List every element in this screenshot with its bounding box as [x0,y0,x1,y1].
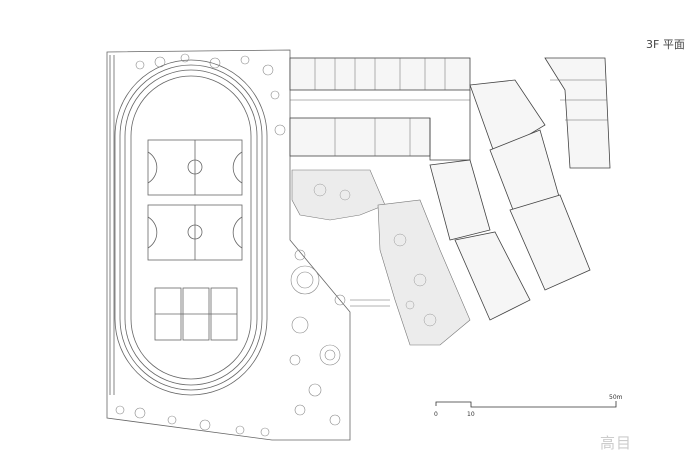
watermark: 高目 [600,434,633,452]
tennis-courts [154,287,238,341]
classroom-buildings [289,57,611,321]
east-block [544,57,611,169]
scale-label-50m: 50m [609,394,623,401]
wing-3 [509,194,591,291]
wing-4 [429,159,491,241]
site-boundary [106,49,351,441]
middle-block [289,117,431,157]
running-track [109,55,268,396]
scale-bar [435,401,617,408]
basketball-court [147,139,243,196]
floor-title: 3F 平面 [646,38,685,51]
north-block [289,57,471,91]
courtyard-gardens [291,169,471,346]
basketball-court [147,204,243,261]
scale-label-0: 0 [434,411,438,418]
trees [115,53,346,437]
scale-label-10: 10 [467,411,475,418]
wing-5 [454,231,531,321]
